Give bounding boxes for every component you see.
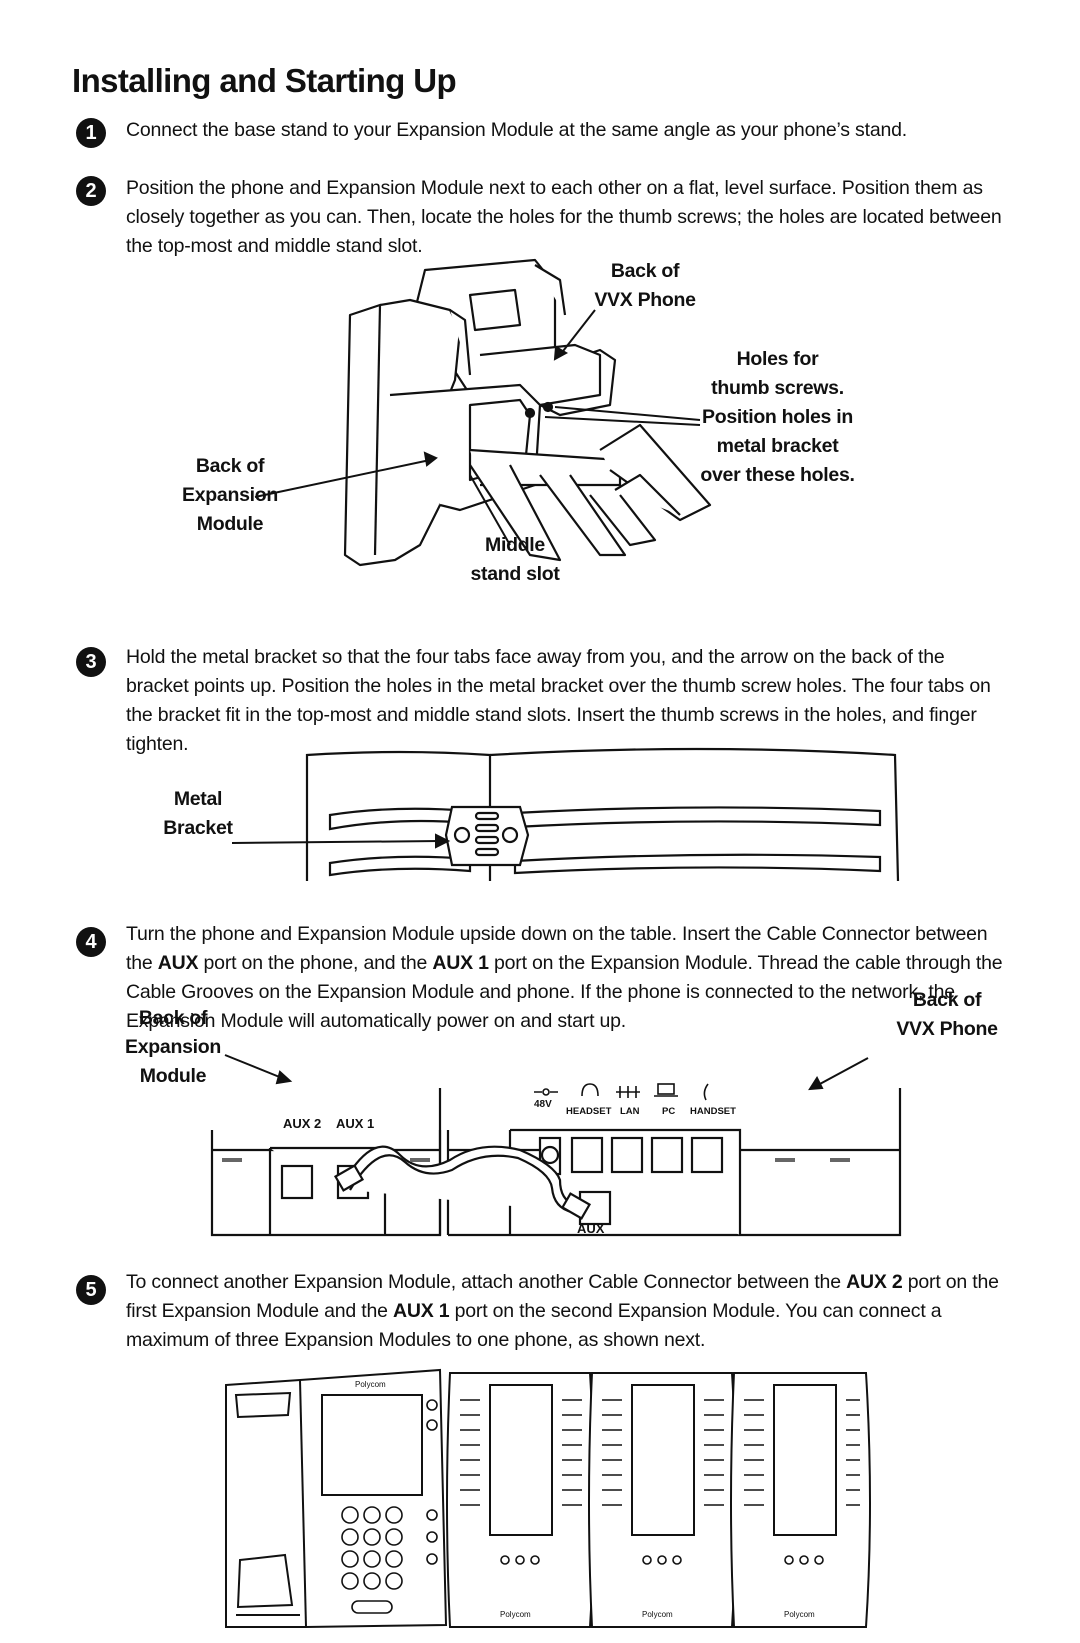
step-5-badge: 5: [76, 1275, 106, 1305]
aux2-port-label: AUX 2: [283, 1116, 321, 1131]
label-middle-stand-slot: Middle stand slot: [470, 534, 560, 585]
headset-port-label: HEADSET: [566, 1106, 612, 1117]
figure-stand-holes: Back of VVX Phone Holes for thumb screws…: [0, 255, 1080, 625]
label-holes-thumb-screws: Holes for thumb screws. Position holes i…: [700, 348, 855, 486]
lan-port-label: LAN: [620, 1106, 640, 1117]
label-back-of-phone-2: Back of VVX Phone: [896, 989, 998, 1040]
aux-cable-illustration: AUX 2 AUX 1 48V HEADSET LAN PC HANDSET A…: [210, 1054, 902, 1237]
label-back-of-module-2: Back of Expansion Module: [125, 1007, 221, 1087]
module-1-brand-logo: Polycom: [500, 1610, 531, 1619]
figure-aux-cable: AUX 2 AUX 1 48V HEADSET LAN PC HANDSET A…: [0, 989, 1080, 1245]
aux1-port-label: AUX 1: [336, 1116, 374, 1131]
label-back-of-module-1: Back of Expansion Module: [182, 455, 278, 535]
step-5-text: To connect another Expansion Module, att…: [126, 1271, 999, 1351]
step-4-text: Turn the phone and Expansion Module upsi…: [126, 923, 1003, 1032]
step-1-badge: 1: [76, 118, 106, 148]
label-back-of-phone-1: Back of VVX Phone: [594, 260, 696, 311]
step-4-badge: 4: [76, 927, 106, 957]
step-3-text: Hold the metal bracket so that the four …: [126, 646, 991, 755]
phone-brand-logo: Polycom: [355, 1380, 386, 1389]
label-metal-bracket: Metal Bracket: [163, 788, 233, 839]
metal-bracket-illustration: [231, 747, 900, 882]
pc-port-label: PC: [662, 1106, 675, 1117]
figure-metal-bracket: Metal Bracket: [0, 745, 1080, 885]
step-2-badge: 2: [76, 176, 106, 206]
module-2-brand-logo: Polycom: [642, 1610, 673, 1619]
page-title: Installing and Starting Up: [72, 62, 457, 99]
handset-port-label: HANDSET: [690, 1106, 736, 1117]
step-2-text: Position the phone and Expansion Module …: [126, 177, 1002, 257]
stand-holes-illustration: [254, 258, 712, 567]
phone-with-modules-illustration: Polycom Polycom Polycom Polycom: [225, 1368, 871, 1628]
step-3-badge: 3: [76, 647, 106, 677]
figure-three-modules: Polycom Polycom Polycom Polycom: [0, 1365, 1080, 1635]
aux-port-label: AUX: [577, 1221, 605, 1236]
step-1-text: Connect the base stand to your Expansion…: [126, 119, 907, 141]
module-3-brand-logo: Polycom: [784, 1610, 815, 1619]
48v-label: 48V: [534, 1099, 552, 1110]
